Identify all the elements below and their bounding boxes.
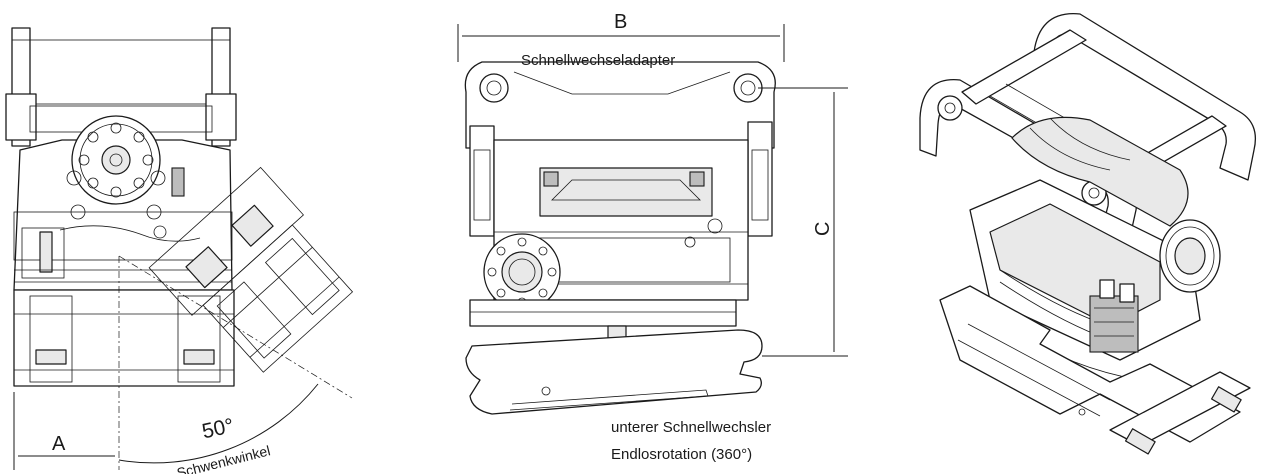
side-view-tilted: [5, 27, 354, 470]
adapter-label: Schnellwechseladapter: [521, 52, 675, 69]
front-view: [457, 24, 848, 415]
angle-label: Schwenkwinkel: [175, 442, 272, 474]
dim-b-label: B: [614, 11, 627, 33]
dim-c-label: C: [812, 222, 834, 236]
lower-coupler-label: unterer Schnellwechsler: [611, 419, 771, 436]
rotator-flange: [71, 115, 161, 205]
isometric-view: [919, 13, 1257, 455]
angle-value-label: 50°: [200, 414, 236, 443]
swivel-flange: [483, 233, 561, 311]
rotation-label: Endlosrotation (360°): [611, 446, 752, 463]
dim-a-label: A: [52, 433, 66, 455]
